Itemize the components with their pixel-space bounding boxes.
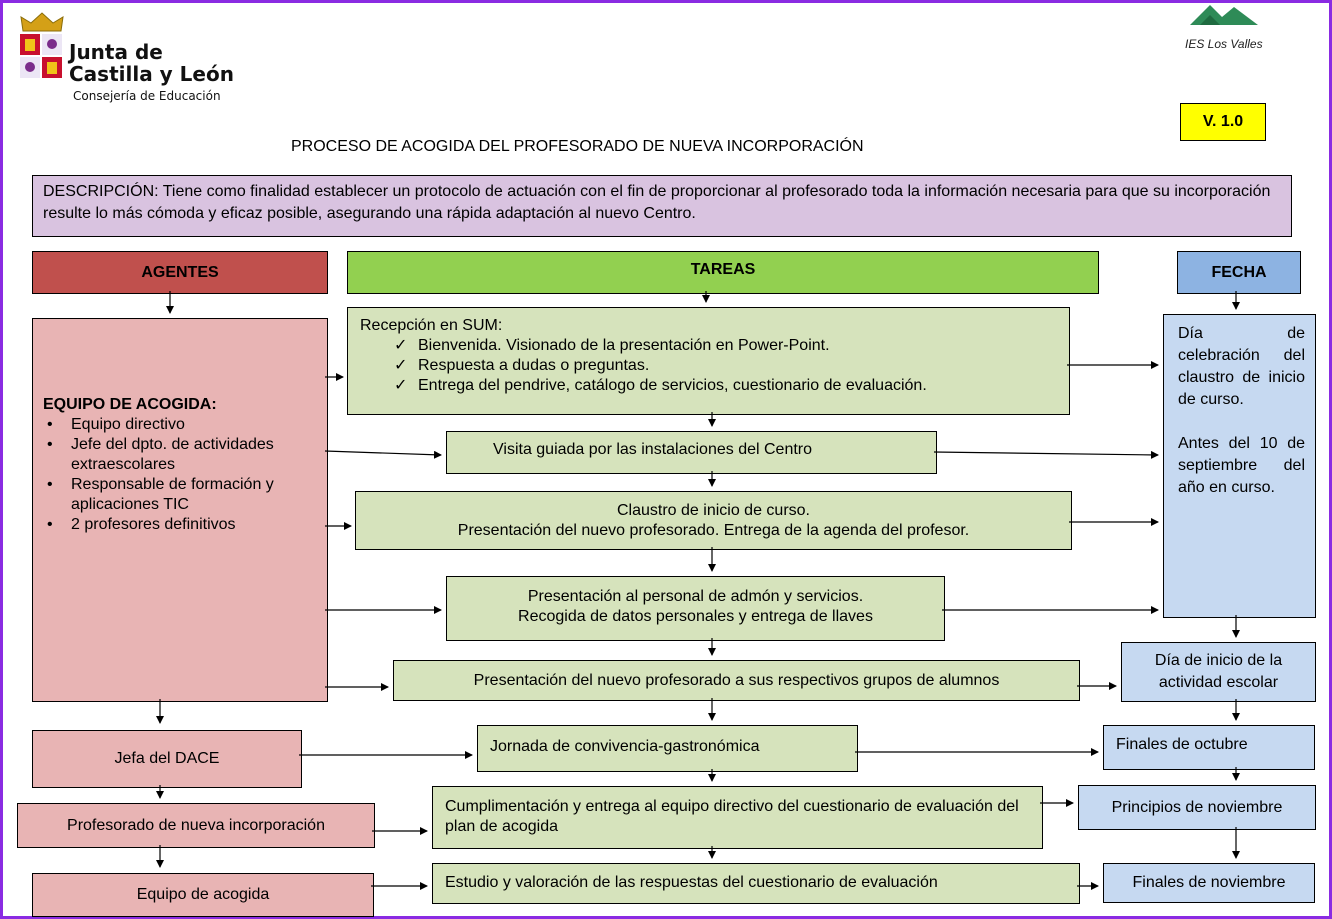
mountains-icon [1190,5,1258,25]
crown-icon [20,12,64,32]
task-claustro: Claustro de inicio de curso. Presentació… [355,491,1072,550]
arrow [324,450,442,459]
list-item: Entrega del pendrive, catálogo de servic… [360,376,1061,396]
list-item: 2 profesores definitivos [43,515,319,535]
list-item: Respuesta a dudas o preguntas. [360,356,1061,376]
fecha-label: FECHA [1211,263,1267,281]
date-nov-final: Finales de noviembre [1103,863,1315,903]
task-personal: Presentación al personal de admón y serv… [446,576,945,641]
tareas-label: TAREAS [690,261,756,278]
coat-of-arms-icon [20,34,62,78]
personal-line1: Presentación al personal de admón y serv… [527,588,864,605]
date-octubre: Finales de octubre [1103,725,1315,770]
claustro-line1: Claustro de inicio de curso. [617,502,810,519]
recepcion-items: Bienvenida. Visionado de la presentación… [360,336,1061,396]
date-main: Día de celebración del claustro de inici… [1163,314,1316,618]
date-main-paragraph2: Antes del 10 de septiembre del año en cu… [1178,435,1305,496]
column-header-tareas: TAREAS [347,251,1099,294]
org-name-line2: Castilla y León [69,62,234,86]
date-nov-inicio-label: Principios de noviembre [1111,798,1283,816]
page-title: PROCESO DE ACOGIDA DEL PROFESORADO DE NU… [291,138,864,155]
connector-arrows [156,291,1240,890]
agent-jefa-dace: Jefa del DACE [32,730,302,788]
task-recepcion: Recepción en SUM: Bienvenida. Visionado … [347,307,1070,415]
org-subtitle: Consejería de Educación [73,89,221,103]
task-grupos: Presentación del nuevo profesorado a sus… [393,660,1080,701]
school-logo: IES Los Valles [1168,3,1278,63]
list-item: Responsable de formación y aplicaciones … [43,475,319,515]
task-visita: Visita guiada por las instalaciones del … [446,431,937,474]
cumplimentacion-label: Cumplimentación y entrega al equipo dire… [445,798,1019,835]
org-name-line1: Junta de [69,40,163,64]
school-name: IES Los Valles [1185,37,1263,51]
date-main-paragraph1: Día de celebración del claustro de inici… [1178,325,1305,408]
equipo-final-label: Equipo de acogida [136,886,270,903]
list-item: Jefe del dpto. de actividades extraescol… [43,435,319,475]
date-inicio-label: Día de inicio de la actividad escolar [1154,652,1283,691]
recepcion-title: Recepción en SUM: [360,317,503,334]
claustro-line2: Presentación del nuevo profesorado. Entr… [457,522,970,539]
task-cumplimentacion: Cumplimentación y entrega al equipo dire… [432,786,1043,849]
task-jornada: Jornada de convivencia-gastronómica [477,725,858,772]
junta-logo: Junta de Castilla y León Consejería de E… [17,11,307,106]
version-badge: V. 1.0 [1180,103,1266,141]
equipo-members-list: Equipo directivo Jefe del dpto. de activ… [43,415,319,535]
date-nov-final-label: Finales de noviembre [1132,874,1286,891]
agentes-label: AGENTES [141,263,219,281]
date-nov-inicio: Principios de noviembre [1078,785,1316,830]
agent-profesorado: Profesorado de nueva incorporación [17,803,375,848]
task-estudio: Estudio y valoración de las respuestas d… [432,863,1080,904]
description-text: DESCRIPCIÓN: Tiene como finalidad establ… [43,183,1271,222]
equipo-acogida-title: EQUIPO DE ACOGIDA: [43,396,217,413]
date-inicio: Día de inicio de la actividad escolar [1121,642,1316,702]
profesorado-label: Profesorado de nueva incorporación [67,816,325,834]
date-octubre-label: Finales de octubre [1116,736,1248,753]
agent-equipo-final: Equipo de acogida [32,873,374,917]
arrow [933,450,1159,459]
version-label: V. 1.0 [1202,113,1244,130]
visita-label: Visita guiada por las instalaciones del … [493,441,813,458]
jornada-label: Jornada de convivencia-gastronómica [490,738,760,755]
description-box: DESCRIPCIÓN: Tiene como finalidad establ… [32,175,1292,237]
grupos-label: Presentación del nuevo profesorado a sus… [473,671,1000,689]
jefa-dace-label: Jefa del DACE [114,750,220,767]
column-header-fecha: FECHA [1177,251,1301,294]
list-item: Equipo directivo [43,415,319,435]
estudio-label: Estudio y valoración de las respuestas d… [445,874,938,891]
column-header-agentes: AGENTES [32,251,328,294]
personal-line2: Recogida de datos personales y entrega d… [518,608,873,625]
list-item: Bienvenida. Visionado de la presentación… [360,336,1061,356]
agent-equipo-acogida: EQUIPO DE ACOGIDA: Equipo directivo Jefe… [32,318,328,702]
